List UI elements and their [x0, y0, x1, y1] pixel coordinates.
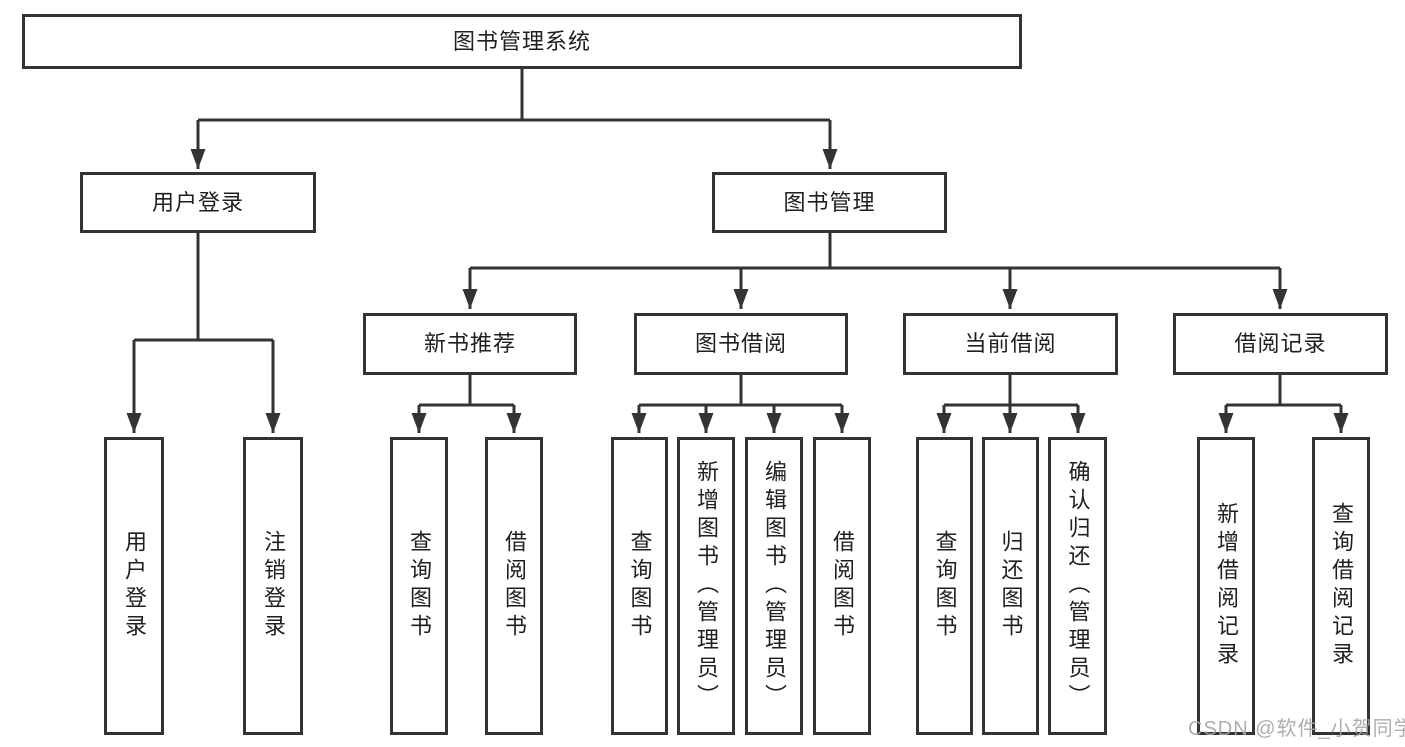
node-new-book-recommend: 新书推荐 [363, 313, 577, 375]
connector-book-mgmt-bar [470, 233, 1280, 270]
leaf-cb-return-books: 归还图书 [982, 437, 1039, 735]
leaf-br-query-record: 查询借阅记录 [1312, 437, 1370, 735]
leaf-bb-edit-books-admin: 编辑图书（管理员） [745, 437, 803, 735]
leaf-logout: 注销登录 [243, 437, 303, 735]
leaf-bb-borrow-books: 借阅图书 [813, 437, 871, 735]
leaf-nb-query-books: 查询图书 [390, 437, 448, 735]
connector-root-bar [198, 69, 830, 122]
leaf-nb-borrow-books: 借阅图书 [485, 437, 543, 735]
leaf-cb-query-books: 查询图书 [916, 437, 973, 735]
connector-user-login-bar [134, 233, 273, 342]
leaf-bb-query-books: 查询图书 [611, 437, 668, 735]
node-current-borrowing: 当前借阅 [903, 313, 1118, 375]
node-root-system: 图书管理系统 [22, 14, 1022, 69]
csdn-watermark: CSDN @软件_小贺同学 [1188, 718, 1405, 740]
connector-lines [126, 69, 1349, 433]
connector-current-borrowing-bar [944, 375, 1078, 407]
leaf-bb-add-books-admin: 新增图书（管理员） [677, 437, 735, 735]
connector-borrowing-records-bar [1226, 375, 1341, 407]
connector-new-book-bar [419, 375, 514, 407]
node-book-management: 图书管理 [712, 172, 947, 233]
node-book-borrowing: 图书借阅 [634, 313, 848, 375]
leaf-br-add-record: 新增借阅记录 [1197, 437, 1255, 735]
node-borrowing-records: 借阅记录 [1173, 313, 1388, 375]
leaf-user-login: 用户登录 [104, 437, 164, 735]
leaf-cb-confirm-return-admin: 确认归还（管理员） [1048, 437, 1107, 735]
connector-book-borrowing-bar [639, 375, 842, 407]
node-user-login: 用户登录 [80, 172, 316, 233]
